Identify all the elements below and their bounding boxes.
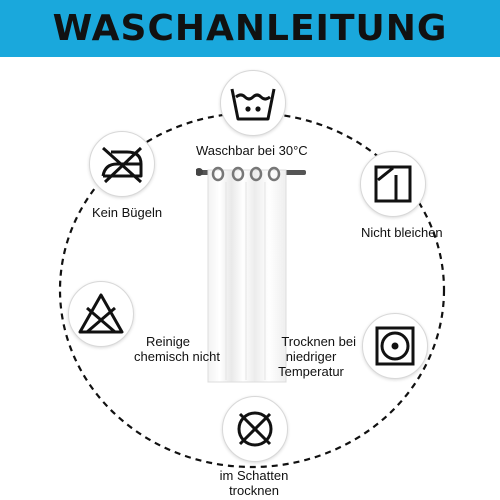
header-banner: WASCHANLEITUNG: [0, 0, 500, 57]
tumble-dry-icon-circle: [362, 313, 428, 379]
no-bleach-icon: [374, 165, 412, 203]
shade-dry-icon-circle: [222, 396, 288, 462]
tumble-dry-label: Trocknen bei niedriger Temperatur: [266, 334, 356, 379]
wash-30-label: Waschbar bei 30°C: [196, 143, 308, 158]
no-iron-label: Kein Bügeln: [92, 205, 163, 220]
no-bleach-icon-circle: [360, 151, 426, 217]
shade-dry-label-line-2: trocknen: [229, 483, 279, 498]
curtain-image: [195, 162, 306, 397]
no-dry-clean-icon: [78, 293, 124, 334]
no-dry-clean-label-line-2: chemisch nicht: [134, 349, 220, 364]
shade-dry-label-line-1: im Schatten: [219, 468, 289, 483]
no-dry-clean-icon-circle: [68, 281, 134, 347]
tumble-dry-label-line-3: Temperatur: [278, 364, 344, 379]
tumble-dry-low-icon: [375, 326, 415, 366]
no-bleach-label: Nicht bleichen: [361, 225, 443, 240]
no-iron-icon-circle: [89, 131, 155, 197]
no-dry-clean-label: Reinige chemisch nicht: [116, 334, 220, 364]
no-tumble-dry-icon: [237, 411, 273, 447]
wash-tub-30-icon: [230, 88, 276, 121]
tumble-dry-label-line-2: niedriger: [285, 349, 337, 364]
wash-30-icon-circle: [220, 70, 286, 136]
page-title: WASCHANLEITUNG: [52, 8, 448, 49]
shade-dry-label: im Schatten trocknen: [206, 468, 302, 498]
tumble-dry-label-line-1: Trocknen bei: [281, 334, 356, 349]
no-iron-icon: [101, 146, 143, 184]
no-dry-clean-label-line-1: Reinige: [145, 334, 191, 349]
